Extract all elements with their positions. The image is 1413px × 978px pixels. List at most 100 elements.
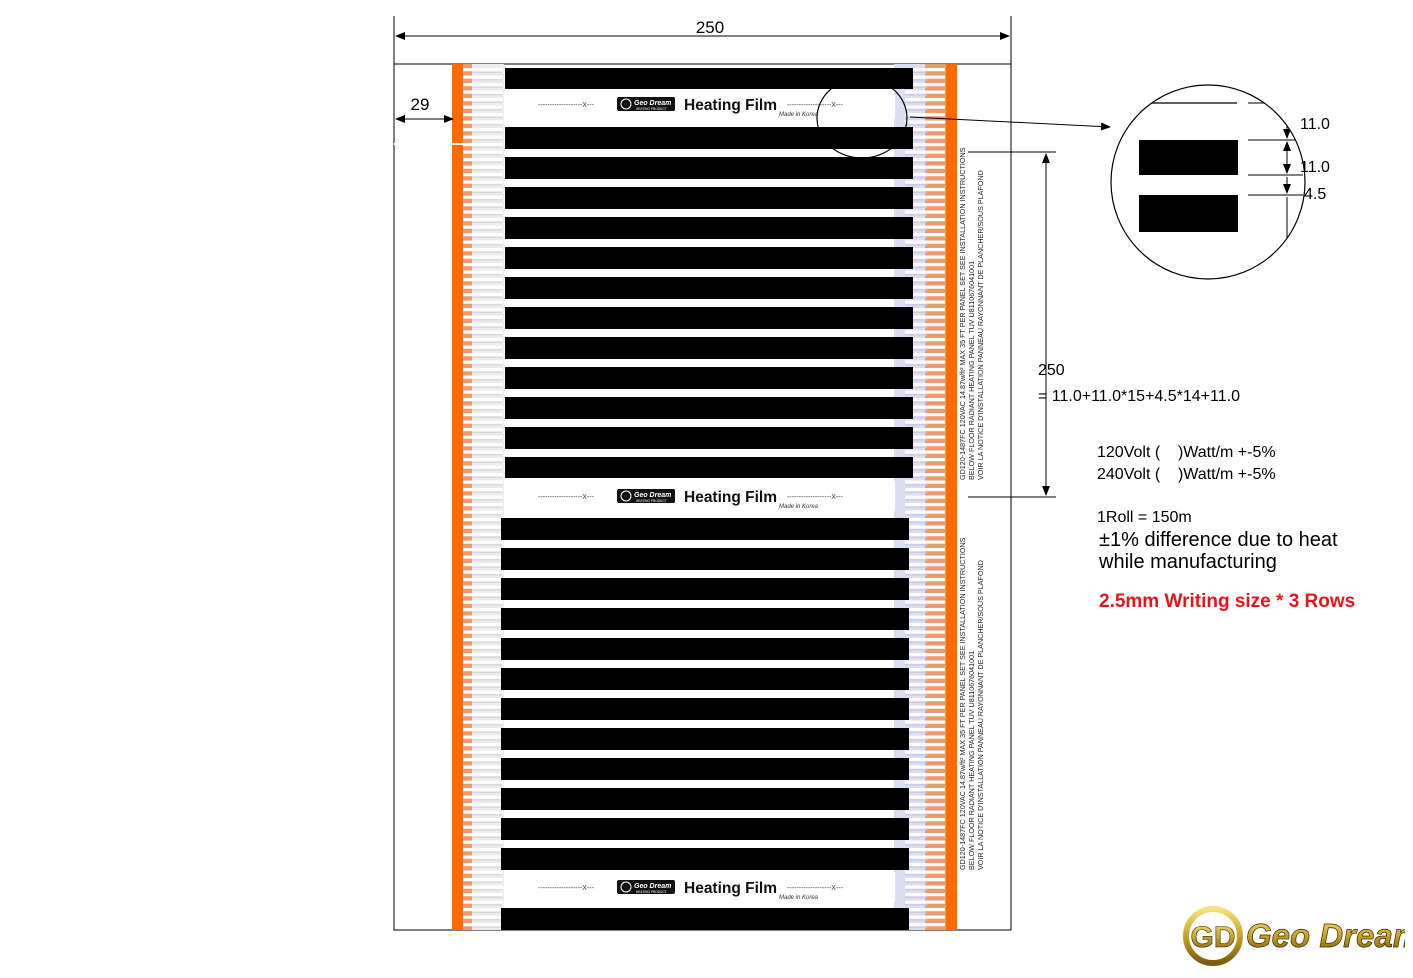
- logo-wordmark: Geo Dream: [1246, 917, 1405, 954]
- electrode-tooth: [905, 735, 945, 739]
- electrode-tooth: [472, 641, 502, 643]
- electrode-tooth: [463, 278, 503, 282]
- electrode-tooth: [905, 319, 927, 321]
- electrode-tooth: [905, 255, 945, 259]
- electrode-tooth: [905, 461, 927, 463]
- electrode-tooth: [905, 248, 945, 252]
- carbon-strip: [505, 187, 913, 209]
- electrode-tooth: [463, 428, 503, 432]
- electrode-tooth: [905, 645, 945, 649]
- electrode-tooth: [463, 788, 503, 792]
- electrode-tooth: [905, 311, 927, 313]
- electrode-tooth: [905, 731, 927, 733]
- product-name: Heating Film: [684, 97, 777, 114]
- electrode-tooth: [905, 926, 927, 928]
- electrode-tooth: [463, 615, 503, 619]
- electrode-tooth: [472, 221, 502, 223]
- electrode-tooth: [905, 491, 927, 493]
- electrode-tooth: [905, 870, 945, 874]
- electrode-tooth: [905, 124, 927, 126]
- height-dimension-label: 250: [1038, 362, 1065, 379]
- electrode-tooth: [472, 319, 502, 321]
- electrode-tooth: [905, 68, 945, 72]
- electrode-tooth: [463, 173, 503, 177]
- electrode-tooth: [905, 791, 927, 793]
- electrode-tooth: [905, 694, 927, 696]
- electrode-tooth: [905, 593, 945, 597]
- carbon-strip: [501, 548, 909, 570]
- electrode-tooth: [905, 559, 927, 561]
- electrode-tooth: [905, 79, 927, 81]
- carbon-strip: [501, 608, 909, 630]
- electrode-tooth: [905, 293, 945, 297]
- electrode-tooth: [905, 570, 945, 574]
- electrode-tooth: [463, 840, 503, 844]
- electrode-tooth: [463, 323, 503, 327]
- electrode-tooth: [472, 769, 502, 771]
- electrode-tooth: [472, 184, 502, 186]
- electrode-tooth: [463, 495, 503, 499]
- electrode-tooth: [905, 529, 927, 531]
- electrode-tooth: [472, 251, 502, 253]
- electrode-tooth: [472, 304, 502, 306]
- electrode-tooth: [905, 390, 945, 394]
- electrode-tooth: [905, 851, 927, 853]
- electrode-tooth: [905, 135, 945, 139]
- electrode-tooth: [905, 503, 945, 507]
- electrode-tooth: [472, 656, 502, 658]
- electrode-tooth: [472, 139, 502, 141]
- origin-label: Made in Korea: [779, 112, 819, 118]
- electrode-tooth: [472, 94, 502, 96]
- electrode-tooth: [472, 746, 502, 748]
- electrode-tooth: [472, 424, 502, 426]
- electrode-tooth: [472, 581, 502, 583]
- electrode-tooth: [463, 683, 503, 687]
- electrode-tooth: [905, 525, 945, 529]
- electrode-tooth: [905, 113, 945, 117]
- electrode-tooth: [463, 360, 503, 364]
- electrode-tooth: [905, 589, 927, 591]
- electrode-tooth: [905, 683, 945, 687]
- electrode-tooth: [472, 806, 502, 808]
- electrode-tooth: [905, 780, 945, 784]
- electrode-tooth: [472, 311, 502, 313]
- electrode-tooth: [905, 769, 927, 771]
- electrode-tooth: [905, 446, 927, 448]
- electrode-tooth: [463, 345, 503, 349]
- brand-badge-icon: [620, 881, 632, 893]
- electrode-tooth: [905, 904, 927, 906]
- brand-subtitle: HEATING PRODUCT: [636, 890, 667, 894]
- right-busbar: [946, 64, 957, 930]
- cut-mark: -------------------X---: [538, 102, 595, 109]
- electrode-tooth: [905, 619, 927, 621]
- carbon-strip: [505, 337, 913, 359]
- detail-callout-ellipse: [816, 77, 908, 159]
- electrode-tooth: [463, 578, 503, 582]
- electrode-tooth: [463, 473, 503, 477]
- electrode-tooth: [463, 248, 503, 252]
- brand-name: Geo Dream: [634, 100, 671, 107]
- margin-dimension-label: 29: [411, 95, 430, 114]
- electrode-tooth: [905, 146, 927, 148]
- spec-writing-size: 2.5mm Writing size * 3 Rows: [1099, 591, 1356, 612]
- electrode-tooth: [463, 510, 503, 514]
- geo-dream-logo: GD Geo Dream: [1183, 906, 1405, 966]
- spec-tolerance-line1: ±1% difference due to heat: [1099, 529, 1338, 551]
- electrode-tooth: [463, 923, 503, 927]
- electrode-tooth: [905, 439, 927, 441]
- electrode-tooth: [472, 371, 502, 373]
- electrode-tooth: [463, 450, 503, 454]
- electrode-tooth: [472, 334, 502, 336]
- electrode-tooth: [463, 908, 503, 912]
- electrode-tooth: [905, 773, 945, 777]
- electrode-tooth: [905, 364, 927, 366]
- electrode-tooth: [463, 780, 503, 784]
- electrode-tooth: [905, 83, 945, 87]
- electrode-tooth: [905, 131, 927, 133]
- electrode-tooth: [472, 409, 502, 411]
- electrode-tooth: [905, 165, 945, 169]
- electrode-tooth: [905, 626, 927, 628]
- electrode-tooth: [472, 626, 502, 628]
- side-print-top: GD120-1487FC 120VAC 14.87w/ft² MAX 35 FT…: [958, 148, 985, 480]
- electrode-tooth: [463, 713, 503, 717]
